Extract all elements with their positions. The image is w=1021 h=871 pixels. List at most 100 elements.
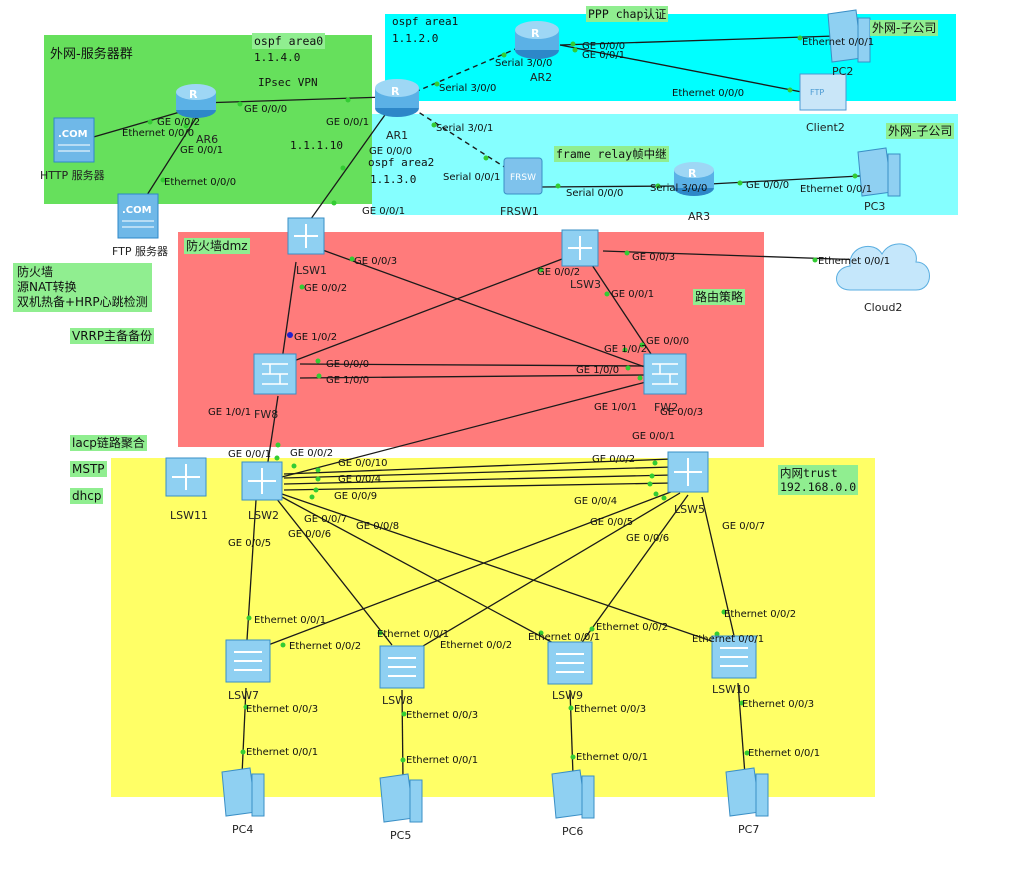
access-switch-icon[interactable] [711, 635, 757, 679]
access-switch-icon[interactable] [225, 639, 271, 683]
router-icon[interactable]: R [176, 84, 216, 118]
device-cloud2: Cloud2 [864, 301, 903, 314]
device-http: HTTP 服务器 [40, 169, 105, 182]
note-lacp: lacp链路聚合 [70, 435, 147, 451]
access-switch-icon[interactable] [547, 641, 593, 685]
port-label: GE 1/0/1 [594, 402, 638, 413]
port-label: GE 1/0/0 [576, 365, 620, 376]
switch-icon[interactable] [287, 217, 325, 255]
port-label: GE 0/0/0 [326, 359, 370, 370]
note-ipsec: IPsec VPN [258, 76, 318, 89]
ftp-client-icon[interactable]: FTP [799, 73, 847, 111]
firewall-icon[interactable] [643, 353, 687, 395]
device-ar6: AR6 [196, 133, 219, 146]
device-ar3: AR3 [688, 210, 711, 223]
port-label: Ethernet 0/0/2 [289, 641, 362, 652]
switch-icon[interactable] [165, 457, 207, 497]
router-icon[interactable]: R [375, 79, 419, 117]
note-area2: ospf area2 [368, 156, 435, 169]
device-lsw9: LSW9 [552, 689, 583, 702]
note-ppp: PPP chap认证 [586, 6, 669, 22]
device-pc5: PC5 [390, 829, 412, 842]
port-label: GE 0/0/1 [228, 449, 272, 460]
port-label: GE 0/0/5 [590, 517, 634, 528]
svg-text:R: R [688, 167, 697, 180]
pc-icon[interactable] [221, 767, 265, 817]
pc-icon[interactable] [551, 769, 595, 819]
note-dhcp: dhcp [70, 488, 104, 504]
port-label: Ethernet 0/0/1 [818, 256, 891, 267]
port-label: Ethernet 0/0/1 [692, 634, 765, 645]
device-pc6: PC6 [562, 825, 584, 838]
port-label: Ethernet 0/0/1 [800, 184, 873, 195]
switch-icon[interactable] [241, 461, 283, 501]
port-label: GE 0/0/2 [157, 117, 201, 128]
switch-icon[interactable] [561, 229, 599, 267]
zone-server-farm [44, 35, 372, 204]
port-label: Ethernet 0/0/3 [742, 699, 815, 710]
port-label: Ethernet 0/0/2 [596, 622, 669, 633]
svg-text:R: R [189, 88, 198, 101]
device-fw8: FW8 [254, 408, 279, 421]
port-label: Ethernet 0/0/1 [246, 747, 319, 758]
router-icon[interactable]: R [674, 162, 714, 196]
firewall-icon[interactable] [253, 353, 297, 395]
device-pc3: PC3 [864, 200, 886, 213]
svg-text:R: R [391, 85, 400, 98]
device-ar2: AR2 [530, 71, 553, 84]
device-ftp: FTP 服务器 [112, 245, 168, 258]
port-label: GE 1/0/1 [208, 407, 252, 418]
access-switch-icon[interactable] [379, 645, 425, 689]
note-firewall: 防火墙 源NAT转换 双机热备+HRP心跳检测 [13, 263, 152, 312]
note-vrrp: VRRP主备备份 [70, 328, 155, 344]
port-label: GE 1/0/2 [604, 344, 648, 355]
note-dmz: 防火墙dmz [184, 238, 250, 254]
port-label: GE 0/0/6 [626, 533, 670, 544]
port-label: GE 0/0/1 [632, 431, 676, 442]
pc-icon[interactable] [827, 9, 871, 63]
pc-icon[interactable] [725, 767, 769, 817]
port-label: Ethernet 0/0/3 [406, 710, 479, 721]
server-icon[interactable]: .COM [53, 117, 95, 163]
port-label: Serial 3/0/1 [436, 123, 494, 134]
device-lsw1: LSW1 [296, 264, 327, 277]
port-label: GE 0/0/4 [574, 496, 618, 507]
port-label: GE 0/0/0 [746, 180, 790, 191]
cloud-icon[interactable] [836, 243, 930, 291]
port-label: Ethernet 0/0/0 [164, 177, 237, 188]
port-label: Serial 3/0/0 [495, 58, 553, 69]
note-mstp: MSTP [70, 461, 107, 477]
switch-icon[interactable] [667, 451, 709, 493]
port-label: GE 0/0/9 [334, 491, 378, 502]
port-label: Ethernet 0/0/0 [122, 128, 195, 139]
server-icon[interactable]: .COM [117, 193, 159, 239]
port-label: GE 0/0/3 [660, 407, 704, 418]
pc-icon[interactable] [379, 773, 423, 823]
svg-text:R: R [531, 27, 540, 40]
svg-text:.COM: .COM [58, 129, 88, 140]
device-lsw2: LSW2 [248, 509, 279, 522]
device-lsw3: LSW3 [570, 278, 601, 291]
note-ar1-ip: 1.1.1.10 [290, 139, 343, 152]
port-label: GE 0/0/8 [356, 521, 400, 532]
router-icon[interactable]: R [515, 21, 559, 59]
note-firewall-line1: 防火墙 [17, 265, 54, 279]
note-area1-net: 1.1.2.0 [392, 32, 439, 45]
port-label: Ethernet 0/0/1 [377, 629, 450, 640]
port-label: GE 0/0/2 [304, 283, 348, 294]
frame-relay-switch-icon[interactable]: FRSW [503, 157, 543, 195]
pc-icon[interactable] [857, 147, 901, 197]
svg-text:FRSW: FRSW [510, 173, 536, 183]
port-label: GE 0/0/5 [228, 538, 272, 549]
device-pc4: PC4 [232, 823, 254, 836]
port-label: GE 0/0/2 [592, 454, 636, 465]
port-label: Ethernet 0/0/1 [528, 632, 601, 643]
port-label: GE 0/0/0 [646, 336, 690, 347]
port-label: GE 0/0/0 [582, 41, 626, 52]
port-label: GE 0/0/7 [304, 514, 348, 525]
port-label: Ethernet 0/0/1 [576, 752, 649, 763]
port-label: Ethernet 0/0/3 [246, 704, 319, 715]
device-lsw5: LSW5 [674, 503, 705, 516]
port-label: Ethernet 0/0/3 [574, 704, 647, 715]
